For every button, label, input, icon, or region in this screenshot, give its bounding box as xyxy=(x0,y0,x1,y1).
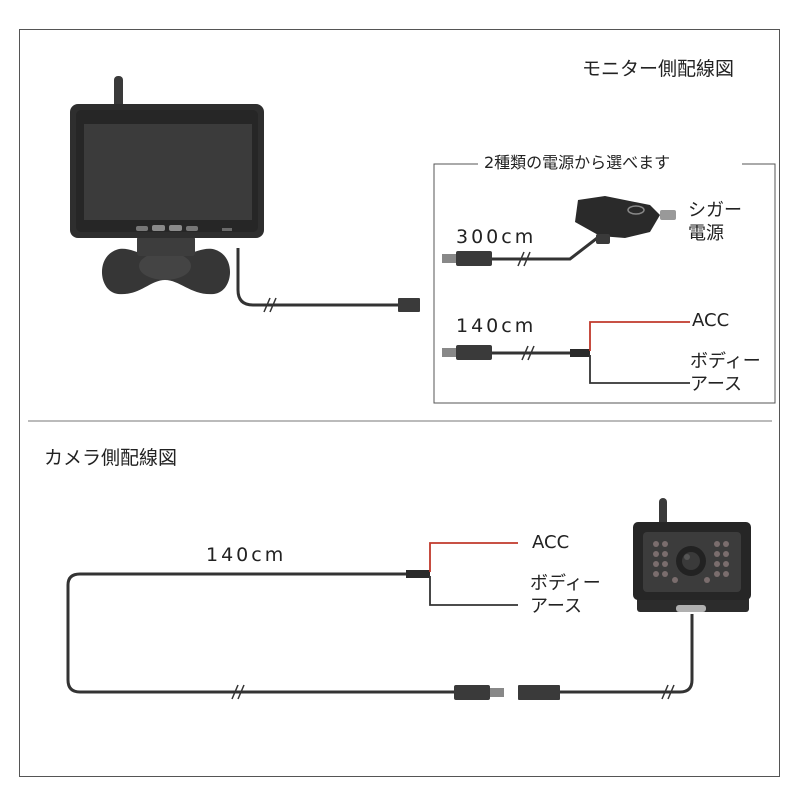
cigar-plug xyxy=(575,196,676,244)
camera-section-title: カメラ側配線図 xyxy=(44,447,178,469)
monitor-acc-cable xyxy=(442,321,690,384)
monitor-acc-cable-length: 140cm xyxy=(456,315,537,337)
camera-acc-label: ACC xyxy=(532,532,570,553)
cigar-power-cable xyxy=(442,230,606,267)
cigar-power-label: シガー 電源 xyxy=(688,200,742,244)
camera-acc-wire xyxy=(429,542,518,572)
camera-illustration xyxy=(633,498,751,612)
camera-ground-wire xyxy=(429,576,518,606)
monitor-illustration xyxy=(70,76,264,295)
cigar-cable-length: 300cm xyxy=(456,226,537,248)
monitor-acc-label: ACC xyxy=(692,310,730,331)
camera-cable xyxy=(560,614,694,694)
camera-female-connector xyxy=(518,685,560,700)
monitor-cable xyxy=(236,248,398,307)
camera-ground-label: ボディー アース xyxy=(530,573,601,617)
monitor-screen xyxy=(84,124,252,220)
monitor-antenna xyxy=(114,76,123,112)
power-options-box xyxy=(433,163,776,404)
monitor-buttons xyxy=(136,226,148,231)
monitor-section-title: モニター側配線図 xyxy=(582,58,735,80)
monitor-connector xyxy=(398,298,420,312)
camera-cable-length: 140cm xyxy=(206,544,287,566)
monitor-ground-label: ボディー アース xyxy=(690,351,761,395)
power-options-title: 2種類の電源から選べます xyxy=(478,153,677,173)
monitor-stand-neck xyxy=(137,236,195,256)
outer-frame xyxy=(19,29,780,777)
camera-leds xyxy=(653,541,729,583)
extension-male-connector xyxy=(454,685,490,700)
extension-cable xyxy=(66,572,454,694)
